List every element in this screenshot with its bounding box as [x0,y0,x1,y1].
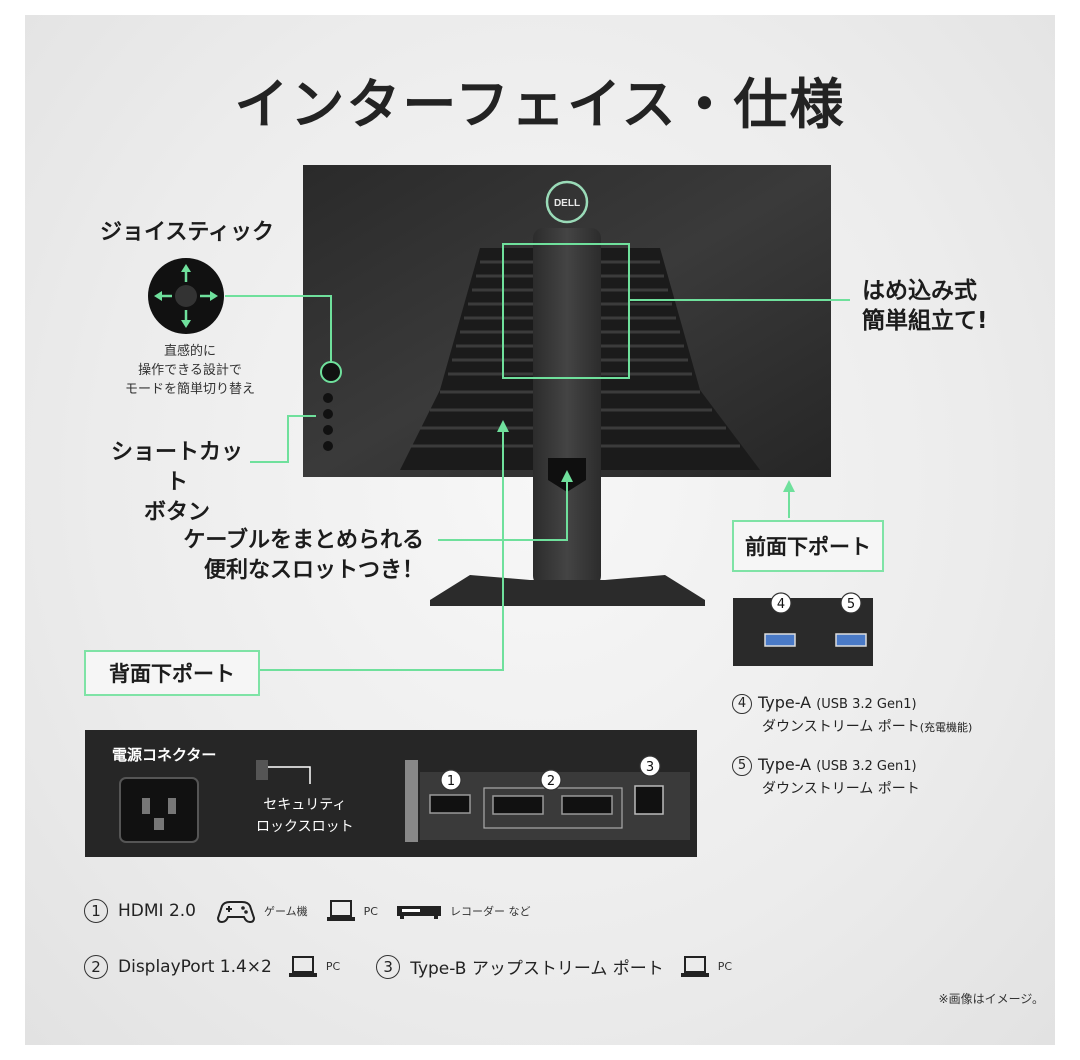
rear-ports-label: 背面下ポート [84,650,260,696]
displayport-2-icon [561,795,613,815]
joystick-description: 直感的に 操作できる設計で モードを簡単切り替え [100,342,280,399]
security-slot-icon [256,760,268,780]
stand-neck [533,228,601,586]
security-line: セキュリティ [263,797,347,813]
legend-device-label: PC [363,904,378,918]
legend-device-label: レコーダー など [450,905,531,918]
shortcut-button-4 [323,441,333,451]
legend-device-label: PC [325,960,341,973]
laptop-icon [288,955,317,977]
port5-type: Type-A [758,755,812,774]
svg-text:2: 2 [547,774,555,789]
shortcut-button-3 [323,425,333,435]
port4-number: 4 [732,693,752,714]
svg-text:4: 4 [777,597,785,612]
legend-number: 2 [84,954,108,979]
legend-row-displayport: 2 DisplayPort 1.4×2 PC 3 Type-B アップストリーム… [84,954,732,979]
stand-base [430,575,705,606]
page-title: インターフェイス・仕様 [234,73,846,136]
joystick-heading: ジョイスティック [100,220,275,245]
port5-standard: (USB 3.2 Gen1) [816,759,917,774]
port4-standard: (USB 3.2 Gen1) [816,697,917,712]
rear-ports-photo: 1 2 3 [85,730,697,857]
hdmi-port-icon [429,794,471,814]
shortcut-label: ショートカット ボタン [104,438,250,528]
security-slot-label: セキュリティ ロックスロット [256,794,354,838]
usb-a-port-4-icon [764,633,796,647]
gamepad-icon [216,901,256,924]
security-line: ロックスロット [256,819,354,835]
port5-spec: 5 Type-A (USB 3.2 Gen1) ダウンストリーム ポート [732,754,920,800]
rear-arrow-icon [497,420,509,432]
laptop-icon [326,900,355,921]
legend-port-name: Type-B アップストリーム ポート [410,959,664,979]
port4-type: Type-A [758,693,812,712]
port4-spec: 4 Type-A (USB 3.2 Gen1) ダウンストリーム ポート(充電機能… [732,692,972,739]
image-note: ※画像はイメージ。 [938,992,1044,1006]
shortcut-button-2 [323,409,333,419]
snap-in-line: はめ込み式 [862,278,977,304]
port4-desc: ダウンストリーム ポート [762,719,920,735]
snap-in-line: 簡単組立て! [862,308,988,334]
cable-slot-label: ケーブルをまとめられる 便利なスロットつき！ [170,526,424,586]
callout-lines [225,243,850,671]
port4-extra: (充電機能) [919,721,973,734]
front-ports-label: 前面下ポート [732,520,884,572]
cable-slot-line: ケーブルをまとめられる [183,528,424,553]
legend-device-label: PC [717,960,733,973]
svg-text:5: 5 [847,597,855,612]
legend-device-label: ゲーム機 [264,905,308,918]
joystick-desc-line: 直感的に [163,344,216,359]
shortcut-line: ショートカット [110,440,243,495]
usb-a-port-5-icon [835,633,867,647]
joystick-on-monitor [320,361,342,383]
power-connector-label: 電源コネクター [112,746,217,764]
svg-text:3: 3 [646,760,654,775]
legend-row-hdmi: 1 HDMI 2.0 ゲーム機 PC レコーダー など [84,898,531,924]
joystick-desc-line: モードを簡単切り替え [124,382,255,397]
legend-number: 3 [376,954,401,979]
dell-logo-text: DELL [554,198,580,209]
cable-slot-line: 便利なスロットつき！ [203,558,424,583]
svg-text:1: 1 [447,774,455,789]
shortcut-button-1 [323,393,333,403]
usb-b-port-icon [634,785,664,815]
slot-arrow-icon [561,470,573,482]
legend-port-name: HDMI 2.0 [118,901,196,921]
legend-port-name: DisplayPort 1.4×2 [118,956,272,977]
port5-number: 5 [732,755,752,776]
laptop-icon [680,955,709,977]
shortcut-line: ボタン [143,500,210,525]
legend-number: 1 [84,899,108,923]
joystick-icon [148,258,224,334]
front-ports-photo: 4 5 [733,592,873,666]
displayport-1-icon [492,795,544,815]
snap-in-label: はめ込み式 簡単組立て! [862,276,988,336]
power-connector-icon [119,777,199,843]
recorder-icon [397,906,441,919]
port5-desc: ダウンストリーム ポート [762,781,920,797]
front-arrow-icon [783,480,795,492]
dell-logo-icon [545,180,589,224]
joystick-desc-line: 操作できる設計で [138,363,242,378]
